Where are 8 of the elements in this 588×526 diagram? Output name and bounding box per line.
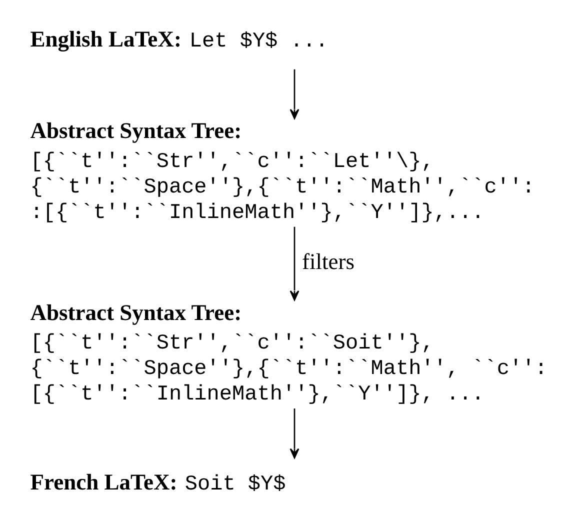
arrow — [289, 226, 299, 300]
node-text: Abstract Syntax Tree: [{``t'':``Str'',``c'':``Let''\}, {``t'':``Space''},{``t'':``Math'',``c'': :[{``t'':``InlineMath''},``Y'']},... — [30, 118, 534, 225]
arrow — [289, 68, 299, 119]
node-text: Abstract Syntax Tree: [{``t'':``Str'',``c'':``Soit''}, {``t'':``Space''},{``t'':``Math'', ``c'': [{``t'':``InlineMath''},``Y'']}, ... — [30, 299, 547, 406]
arrow — [289, 408, 299, 458]
node-text: French LaTeX: Soit $Y$ — [30, 468, 286, 496]
edge-label: filters — [302, 248, 354, 274]
node-text: English LaTeX: Let $Y$ ... — [30, 26, 328, 54]
